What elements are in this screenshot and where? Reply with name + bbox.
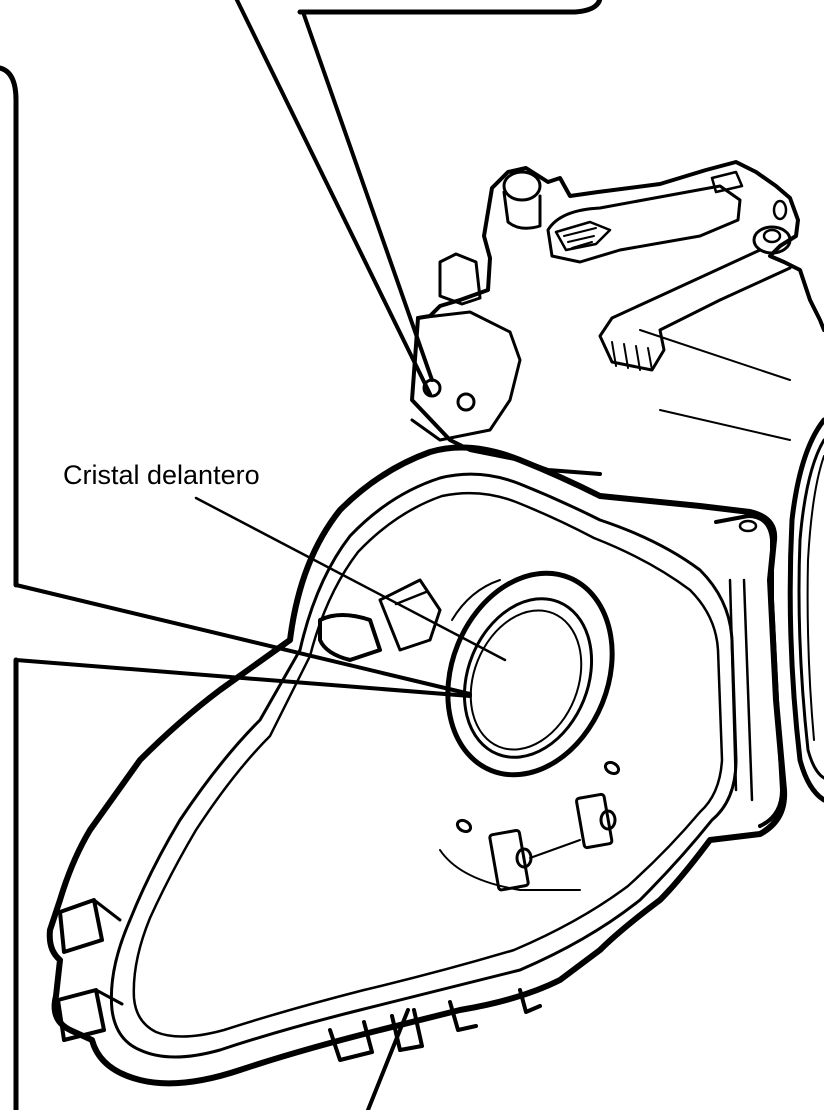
lever-arm (546, 184, 742, 264)
pivot-knob (752, 225, 792, 255)
housing-rim-inner-2 (132, 491, 724, 1038)
right-bracket (714, 514, 784, 828)
leader-left-upper (14, 583, 472, 696)
front-glass-outer (445, 570, 615, 778)
left-tab-upper (58, 898, 104, 954)
lever-handle (598, 248, 792, 372)
housing-outline (46, 444, 788, 1087)
leader-front-glass (194, 496, 507, 662)
leader-top-b (301, 10, 434, 382)
front-glass-inner (462, 597, 594, 759)
front-glass-label: Cristal delantero (63, 460, 260, 490)
left-upper-callout-frame (0, 65, 19, 588)
rear-block-outline (416, 160, 824, 332)
leader-top-a (234, 0, 432, 396)
front-housing (46, 444, 788, 1087)
callout-frames (0, 0, 603, 1110)
side-plate (410, 310, 522, 442)
hole-2 (456, 392, 476, 412)
top-callout-frame (297, 0, 603, 15)
left-tab-lower (56, 988, 106, 1042)
leader-lines (14, 0, 472, 1110)
knob-top (502, 170, 542, 202)
housing-rim-inner (109, 472, 738, 1059)
leader-left-lower (14, 658, 472, 698)
control-buttons (455, 760, 621, 892)
rear-mechanism (410, 160, 824, 476)
bottom-feet (328, 988, 542, 1062)
hole-1 (422, 378, 442, 398)
right-ring (787, 417, 824, 803)
